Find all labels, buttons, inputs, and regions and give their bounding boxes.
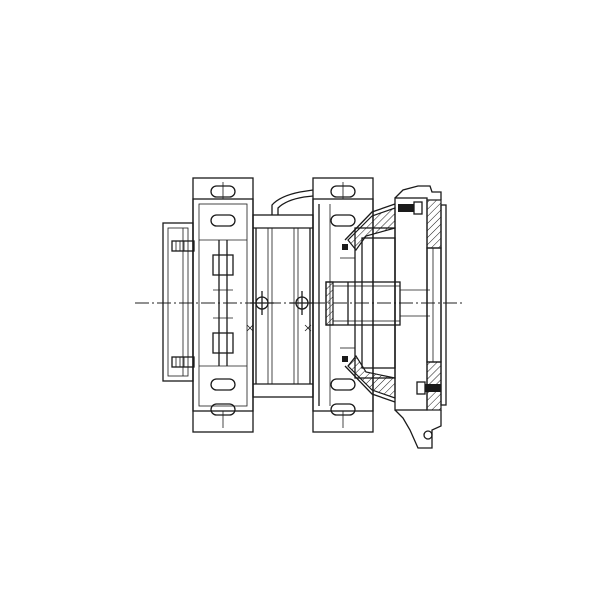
right-bearing-block <box>312 177 374 433</box>
flange-top-bolt <box>398 201 423 215</box>
central-housing <box>246 189 314 398</box>
slot-hole-upper <box>210 214 236 227</box>
left-bottom-bolt <box>171 356 195 368</box>
left-top-bolt <box>171 240 195 252</box>
left-bearing-block <box>192 177 254 433</box>
right-flange-housing <box>325 185 447 449</box>
slot-hole-lower-right <box>330 378 356 391</box>
right-fitting-icon <box>290 291 314 315</box>
left-fitting-icon <box>250 291 274 315</box>
slot-hole-lower <box>210 378 236 391</box>
slot-hole-upper-right <box>330 214 356 227</box>
flange-bottom-bolt <box>416 381 441 395</box>
left-end-cover <box>162 222 195 382</box>
